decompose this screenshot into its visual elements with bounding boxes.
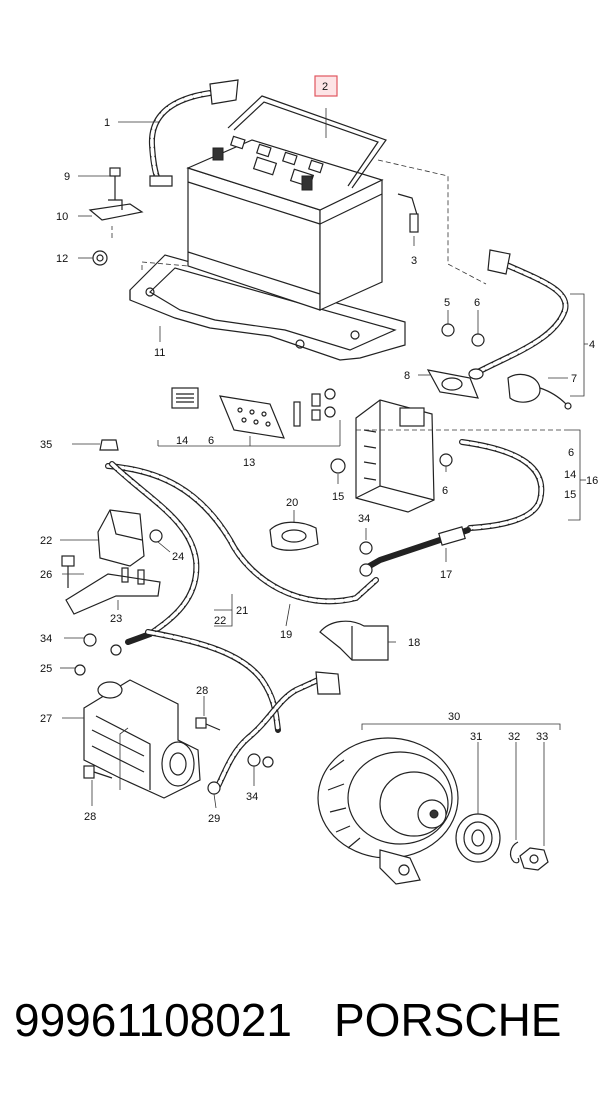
nut-33 <box>519 847 549 871</box>
callout-6: 6 <box>208 435 214 447</box>
label-14 <box>171 387 199 409</box>
callout-5: 5 <box>444 297 450 309</box>
callout-22: 22 <box>40 535 52 547</box>
ring-terminal <box>110 644 122 656</box>
bracket-22 <box>97 509 145 567</box>
vent-plug-3 <box>397 193 419 233</box>
brand-name: PORSCHE <box>334 994 562 1046</box>
callout-24: 24 <box>172 551 184 563</box>
callout-15: 15 <box>332 491 344 503</box>
part-caption: 99961108021 PORSCHE <box>14 990 594 1050</box>
callout-28: 28 <box>196 685 208 697</box>
bracket-23 <box>65 567 161 615</box>
callout-35: 35 <box>40 439 52 451</box>
callout-14: 14 <box>564 469 576 481</box>
bolt-28-lower <box>83 765 113 779</box>
callout-19: 19 <box>280 629 292 641</box>
nut-6-mid <box>439 453 453 467</box>
callout-12: 12 <box>56 253 68 265</box>
part-number: 99961108021 <box>14 994 292 1046</box>
bracket-10 <box>88 199 144 221</box>
callout-numbers: 1 2 3 4 5 6 7 8 9 10 12 11 14 6 13 35 15… <box>40 81 598 825</box>
callout-9: 9 <box>64 171 70 183</box>
screw-25 <box>74 664 86 676</box>
callout-3: 3 <box>411 255 417 267</box>
callout-23: 23 <box>110 613 122 625</box>
callout-27: 27 <box>40 713 52 725</box>
bolt-26 <box>61 555 75 588</box>
cable-17 <box>359 526 471 577</box>
callout-15: 15 <box>564 489 576 501</box>
callout-30: 30 <box>448 711 460 723</box>
bolt-9 <box>109 167 121 200</box>
washer-32 <box>509 841 520 864</box>
callout-13: 13 <box>243 457 255 469</box>
callout-16: 16 <box>586 475 598 487</box>
cable-21 <box>109 461 281 733</box>
callout-4: 4 <box>589 339 595 351</box>
callout-6: 6 <box>442 485 448 497</box>
fuse-block-13 <box>219 395 285 439</box>
callout-20: 20 <box>286 497 298 509</box>
callout-32: 32 <box>508 731 520 743</box>
callout-6: 6 <box>474 297 480 309</box>
cable-29 <box>207 671 341 795</box>
callout-34: 34 <box>246 791 258 803</box>
callout-14: 14 <box>176 435 188 447</box>
fuse-box-16 <box>355 399 435 513</box>
nut-34-bottom <box>247 753 261 767</box>
cap-7 <box>507 373 572 410</box>
battery-starter-alternator-diagram: 1 2 3 4 5 6 7 8 9 10 12 11 14 6 13 35 15… <box>40 75 598 885</box>
callout-18: 18 <box>408 637 420 649</box>
nut-15 <box>330 458 346 474</box>
nut-35 <box>99 439 119 451</box>
callout-21: 21 <box>236 605 248 617</box>
positive-cable-4 <box>468 249 569 380</box>
callout-26: 26 <box>40 569 52 581</box>
fuses-13 <box>293 388 336 427</box>
leader-lines <box>60 108 588 846</box>
bolt-28-upper <box>195 717 221 731</box>
pulley-31 <box>455 813 501 863</box>
callout-34: 34 <box>40 633 52 645</box>
nut-34-mid <box>83 633 97 647</box>
callout-34: 34 <box>358 513 370 525</box>
callout-29: 29 <box>208 813 220 825</box>
callout-22: 22 <box>214 615 226 627</box>
callout-7: 7 <box>571 373 577 385</box>
nut-24 <box>149 529 163 543</box>
battery <box>186 95 387 311</box>
callout-33: 33 <box>536 731 548 743</box>
nut-6-top <box>471 333 485 347</box>
callout-2: 2 <box>322 81 328 93</box>
ground-cable <box>148 79 239 187</box>
callout-28: 28 <box>84 811 96 823</box>
callout-25: 25 <box>40 663 52 675</box>
cable-19 <box>105 463 379 605</box>
alternator-30 <box>317 737 459 885</box>
callout-11: 11 <box>154 347 165 359</box>
callout-1: 1 <box>104 117 110 129</box>
bracket-18 <box>319 620 389 661</box>
starter-motor-27 <box>83 679 201 799</box>
nut-12 <box>92 250 108 266</box>
callout-31: 31 <box>470 731 482 743</box>
gasket-8 <box>426 369 479 399</box>
callout-10: 10 <box>56 211 68 223</box>
callout-6: 6 <box>568 447 574 459</box>
clip-20 <box>269 521 319 551</box>
cable-16 <box>459 439 545 531</box>
callout-8: 8 <box>404 370 410 382</box>
highlighted-callout-box <box>314 75 338 97</box>
callout-17: 17 <box>440 569 452 581</box>
nut-5 <box>441 323 455 337</box>
nut-34-top <box>359 541 373 555</box>
